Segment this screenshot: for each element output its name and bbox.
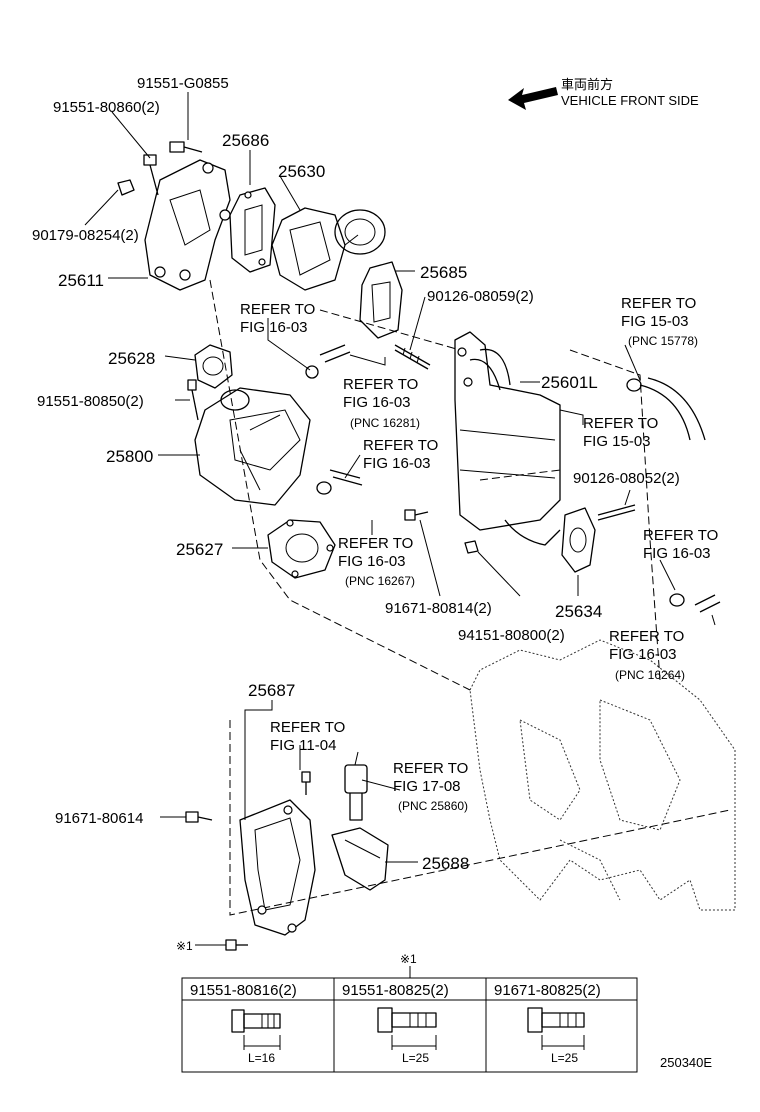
gasket-25634 [561, 507, 596, 573]
svg-text:FIG 16-03: FIG 16-03 [643, 545, 711, 562]
part-label: 25627 [176, 540, 223, 559]
svg-text:(PNC 16264): (PNC 16264) [615, 668, 685, 682]
svg-text:L=25: L=25 [402, 1051, 429, 1065]
ref-fig-17-08: REFER TO FIG 17-08 (PNC 25860) [393, 760, 468, 813]
ref-fig-15-03-a: REFER TO FIG 15-03 (PNC 15778) [621, 295, 698, 348]
svg-text:L=25: L=25 [551, 1051, 578, 1065]
part-label: 25630 [278, 162, 325, 181]
assembly-lines [209, 279, 731, 916]
engine-block [469, 639, 736, 911]
svg-text:FIG 15-03: FIG 15-03 [621, 313, 689, 330]
part-label: 91671-80614 [55, 810, 143, 827]
bolt-91551-80850 [187, 379, 199, 421]
refer-labels: REFER TO FIG 16-03 REFER TO FIG 15-03 (P… [240, 295, 718, 813]
part-label: 25628 [108, 349, 155, 368]
table-col-part: 91551-80816(2) [190, 982, 297, 999]
table-col-part: 91551-80825(2) [342, 982, 449, 999]
svg-text:FIG 11-04: FIG 11-04 [270, 737, 336, 754]
gasket-25686 [229, 187, 276, 273]
svg-text:L=16: L=16 [248, 1051, 275, 1065]
part-label: 91551-G0855 [137, 75, 229, 92]
stud-90126-08059 [394, 344, 431, 370]
part-label: 25688 [422, 854, 469, 873]
figure-code: 250340E [660, 1055, 712, 1070]
bolt-icon: L=25 [377, 1007, 437, 1065]
ref-fig-16-03-a: REFER TO FIG 16-03 [240, 301, 315, 336]
ref-fig-16-03-b: REFER TO FIG 16-03 (PNC 16281) [343, 376, 420, 430]
front-label-jp: 車両前方 [561, 77, 613, 92]
stud-90126-08052 [597, 504, 636, 521]
svg-text:FIG 16-03: FIG 16-03 [363, 455, 431, 472]
gasket-25627 [267, 519, 336, 579]
table-note-marker: ※1 [400, 952, 417, 966]
vehicle-front-arrow: 車両前方 VEHICLE FRONT SIDE [508, 77, 699, 110]
svg-text:REFER TO: REFER TO [240, 301, 315, 318]
note-marker-bolt: ※1 [176, 939, 193, 953]
part-label: 25685 [420, 263, 467, 282]
svg-text:REFER TO: REFER TO [363, 437, 438, 454]
svg-text:REFER TO: REFER TO [621, 295, 696, 312]
ref-fig-16-03-f: REFER TO FIG 16-03 (PNC 16264) [609, 628, 685, 682]
svg-text:REFER TO: REFER TO [270, 719, 345, 736]
part-label: 91551-80860(2) [53, 99, 160, 116]
svg-text:FIG 16-03: FIG 16-03 [343, 394, 411, 411]
part-label: 91551-80850(2) [37, 393, 144, 410]
bolt-icon: L=25 [527, 1007, 585, 1065]
svg-text:(PNC 16267): (PNC 16267) [345, 574, 415, 588]
svg-text:FIG 17-08: FIG 17-08 [393, 778, 461, 795]
svg-text:FIG 16-03: FIG 16-03 [338, 553, 406, 570]
throttle-body-25800 [194, 387, 311, 506]
bolt-table: ※1 91551-80816(2) 91551-80825(2) 91671-8… [181, 952, 638, 1073]
svg-text:FIG 15-03: FIG 15-03 [583, 433, 651, 450]
svg-text:REFER TO: REFER TO [343, 376, 418, 393]
egr-valve-25630 [271, 207, 386, 291]
egr-cooler-25601L [454, 331, 561, 546]
part-label: 25601L [541, 373, 598, 392]
part-label: 25634 [555, 602, 602, 621]
front-label-en: VEHICLE FRONT SIDE [561, 93, 699, 108]
part-label: 25611 [58, 271, 104, 290]
bracket-25688 [331, 827, 389, 891]
svg-text:REFER TO: REFER TO [583, 415, 658, 432]
bolt-icon: L=16 [231, 1009, 281, 1065]
part-label: 90126-08059(2) [427, 288, 534, 305]
part-label: 25686 [222, 131, 269, 150]
part-label: 25800 [106, 447, 153, 466]
gasket-25685 [359, 261, 403, 339]
ref-fig-16-03-d: REFER TO FIG 16-03 (PNC 16267) [338, 535, 415, 588]
ref-fig-16-03-e: REFER TO FIG 16-03 [643, 527, 718, 562]
svg-text:(PNC 25860): (PNC 25860) [398, 799, 468, 813]
svg-text:REFER TO: REFER TO [609, 628, 684, 645]
svg-text:(PNC 15778): (PNC 15778) [628, 334, 698, 348]
part-label: 25687 [248, 681, 295, 700]
svg-text:(PNC 16281): (PNC 16281) [350, 416, 420, 430]
svg-text:FIG 16-03: FIG 16-03 [240, 319, 308, 336]
ref-fig-11-04: REFER TO FIG 11-04 [270, 719, 345, 754]
sensor-ref-17-08 [344, 751, 368, 821]
svg-text:REFER TO: REFER TO [393, 760, 468, 777]
bracket-25687 [239, 799, 316, 936]
part-labels: 91551-G0855 91551-80860(2) 25686 25630 9… [32, 75, 680, 873]
part-label: 91671-80814(2) [385, 600, 492, 617]
hoses [305, 344, 721, 613]
svg-text:REFER TO: REFER TO [338, 535, 413, 552]
leader-lines [84, 92, 716, 946]
svg-text:REFER TO: REFER TO [643, 527, 718, 544]
part-label: 94151-80800(2) [458, 627, 565, 644]
table-col-part: 91671-80825(2) [494, 982, 601, 999]
svg-text:FIG 16-03: FIG 16-03 [609, 646, 677, 663]
ref-fig-15-03-b: REFER TO FIG 15-03 [583, 415, 658, 450]
front-arrow-icon [508, 87, 558, 110]
part-label: 90126-08052(2) [573, 470, 680, 487]
gasket-25628 [194, 344, 233, 389]
ref-fig-16-03-c: REFER TO FIG 16-03 [363, 437, 438, 472]
part-label: 90179-08254(2) [32, 227, 139, 244]
flange-25611 [144, 159, 231, 291]
